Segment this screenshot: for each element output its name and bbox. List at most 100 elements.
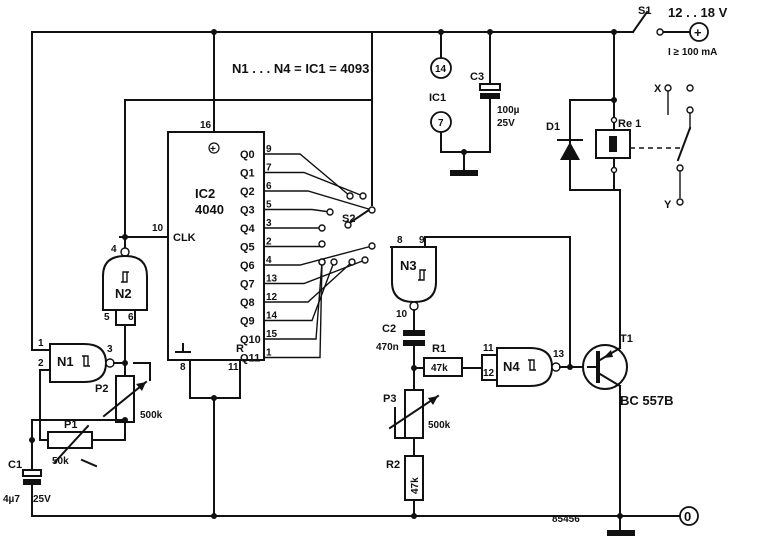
ic1-power: 14 IC1 7: [429, 31, 491, 176]
potentiometer-p1: P1 50k: [29, 417, 128, 471]
ic2-plus: +: [210, 144, 216, 155]
relay-y-label: Y: [664, 199, 672, 211]
t1-label: T1: [620, 333, 633, 345]
potentiometer-p3: P3 500k: [383, 389, 451, 457]
n4-label: N4: [503, 359, 520, 374]
ic2-output-q4: Q4: [240, 223, 256, 235]
ic2-pin11: 11: [228, 362, 239, 373]
s2-contact: [348, 258, 356, 266]
n3-pin-in1: 8: [397, 235, 403, 246]
s2-label: S2: [342, 213, 355, 225]
ic2-output-wire: [264, 261, 323, 359]
r2-value: 47k: [410, 477, 421, 494]
t1-part: BC 557B: [620, 393, 673, 408]
n4-pin-in2: 12: [483, 368, 495, 379]
n1-label: N1: [57, 354, 74, 369]
n4-pin-out: 13: [553, 349, 565, 360]
gate-n2: N2 4 5 6: [102, 244, 148, 343]
c1-value: 4µ7: [3, 494, 20, 505]
capacitor-c2: C2 470n: [376, 323, 425, 391]
n3-label: N3: [400, 258, 417, 273]
s2-contact: [318, 258, 326, 266]
diode-d1: D1: [546, 121, 583, 160]
s2-contact: [318, 240, 326, 248]
s2-contact: [346, 192, 354, 200]
ic2-pin-6: 6: [266, 181, 272, 192]
ic2-output-wire: [264, 208, 331, 213]
c1-rating: 25V: [33, 494, 51, 505]
n2-pin-in1: 5: [104, 312, 110, 323]
s2-contact: [368, 206, 376, 214]
ic2-output-q2: Q2: [240, 186, 255, 198]
ic2-part: 4040: [195, 202, 224, 217]
ic2-output-q1: Q1: [240, 168, 255, 180]
ic2-pin-9: 9: [266, 144, 272, 155]
ic2-pin-14: 14: [266, 311, 278, 322]
resistor-r2: 47k R2: [386, 455, 424, 517]
plus-sign: +: [694, 25, 702, 40]
ic2-pin8: 8: [180, 362, 186, 373]
capacitor-c3: C3 100µ 25V: [470, 31, 520, 153]
ic2-pin-13: 13: [266, 274, 278, 285]
ic2-output-q11: Q11: [240, 353, 260, 365]
ic2-pin-12: 12: [266, 292, 278, 303]
ic2-output-wire: [264, 243, 323, 248]
n2-label: N2: [115, 286, 132, 301]
ic2-output-wire: [264, 245, 373, 266]
n2-pin-in2: 6: [128, 312, 134, 323]
ic2-output-q6: Q6: [240, 260, 255, 272]
relay-re1: Re 1: [569, 31, 641, 336]
diagram-title: N1 . . . N4 = IC1 = 4093: [232, 61, 369, 76]
p3-label: P3: [383, 393, 396, 405]
p1-label: P1: [64, 419, 77, 431]
s2-contact: [318, 224, 326, 232]
ic2-output-q3: Q3: [240, 205, 255, 217]
supply-current-label: I ≥ 100 mA: [668, 47, 717, 58]
ic2-pin-clk: 10: [152, 223, 164, 234]
ic2-pin-1: 1: [266, 348, 272, 359]
switch-s1: S1: [631, 5, 664, 36]
c2-label: C2: [382, 323, 396, 335]
ic2-pin-7: 7: [266, 163, 272, 174]
p2-value: 500k: [140, 410, 163, 421]
r1-label: R1: [432, 343, 446, 355]
ic2-pin-2: 2: [266, 237, 272, 248]
s1-label: S1: [638, 5, 651, 17]
n4-pin-in1: 11: [483, 343, 494, 354]
ic2-output-wire: [264, 261, 353, 303]
ic1-pin7: 7: [438, 118, 444, 129]
ic2-output-wire: [264, 171, 364, 197]
ic2-output-wire: [264, 261, 323, 340]
relay-contacts: X Y: [630, 83, 694, 211]
n1-pin-out: 3: [107, 344, 113, 355]
ic2-reset-label: R: [236, 343, 244, 355]
ic2-output-q8: Q8: [240, 297, 255, 309]
potentiometer-p2: P2 500k: [95, 362, 163, 441]
c1-label: C1: [8, 459, 22, 471]
supply-terminal-ground: 0: [619, 506, 699, 526]
p2-label: P2: [95, 383, 108, 395]
capacitor-c1: C1 4µ7 25V: [3, 459, 51, 505]
ic2-output-wire: [264, 153, 351, 197]
s2-contact: [359, 192, 367, 200]
ic2-pin-3: 3: [266, 218, 272, 229]
s2-contact: [368, 242, 376, 250]
ic2-pin16: 16: [200, 120, 212, 131]
ic2-clk-label: CLK: [173, 232, 196, 244]
ic2-counter: 16 + IC2 4040 CLK R 10 8 11: [119, 31, 265, 517]
s2-contact: [326, 208, 334, 216]
transistor-t1: T1 BC 557B: [582, 333, 673, 517]
junctions: [211, 29, 623, 519]
r2-label: R2: [386, 459, 400, 471]
c3-label: C3: [470, 71, 484, 83]
r1-value: 47k: [431, 363, 448, 374]
ic2-output-wire: [264, 190, 373, 211]
n1-pin-in1: 1: [38, 338, 44, 349]
ic2-output-q10: Q10: [240, 334, 261, 346]
supply-terminal-plus: + 12 . . 18 V I ≥ 100 mA: [668, 5, 728, 58]
ic1-label: IC1: [429, 92, 446, 104]
p1-value: 50k: [52, 456, 69, 467]
ground-terminal-label: 0: [684, 509, 691, 524]
